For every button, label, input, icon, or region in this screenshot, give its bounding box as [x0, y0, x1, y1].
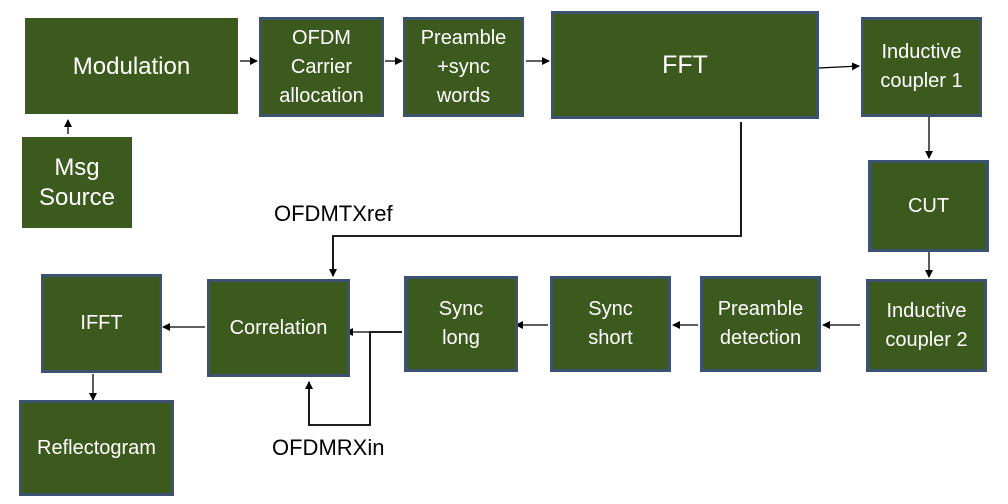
arrow-synclong-to-correlation	[305, 331, 402, 426]
ifft-block: IFFT	[41, 274, 162, 373]
ofdm-tx-ref-label: OFDMTXref	[274, 201, 393, 226]
fft-block: FFT	[551, 11, 819, 119]
arrow-fft-to-coupler1	[818, 62, 860, 71]
modulation-block: Modulation	[25, 18, 238, 114]
inductive-coupler-2-block: Inductive coupler 2	[866, 279, 987, 372]
arrow-fft-to-correlation	[329, 122, 742, 277]
reflectogram-block: Reflectogram	[19, 400, 174, 496]
correlation-block: Correlation	[207, 279, 350, 377]
preamble-detection-block: Preamble detection	[700, 276, 821, 372]
inductive-coupler-1-block: Inductive coupler 1	[861, 17, 982, 117]
cut-block: CUT	[868, 160, 989, 252]
sync-short-block: Sync short	[550, 276, 671, 372]
msg-source-block: Msg Source	[22, 137, 132, 228]
ofdm-carrier-block: OFDM Carrier allocation	[259, 17, 384, 117]
preamble-sync-block: Preamble +sync words	[403, 17, 524, 117]
sync-long-block: Sync long	[404, 276, 518, 372]
ofdm-rx-in-label: OFDMRXin	[272, 435, 385, 460]
